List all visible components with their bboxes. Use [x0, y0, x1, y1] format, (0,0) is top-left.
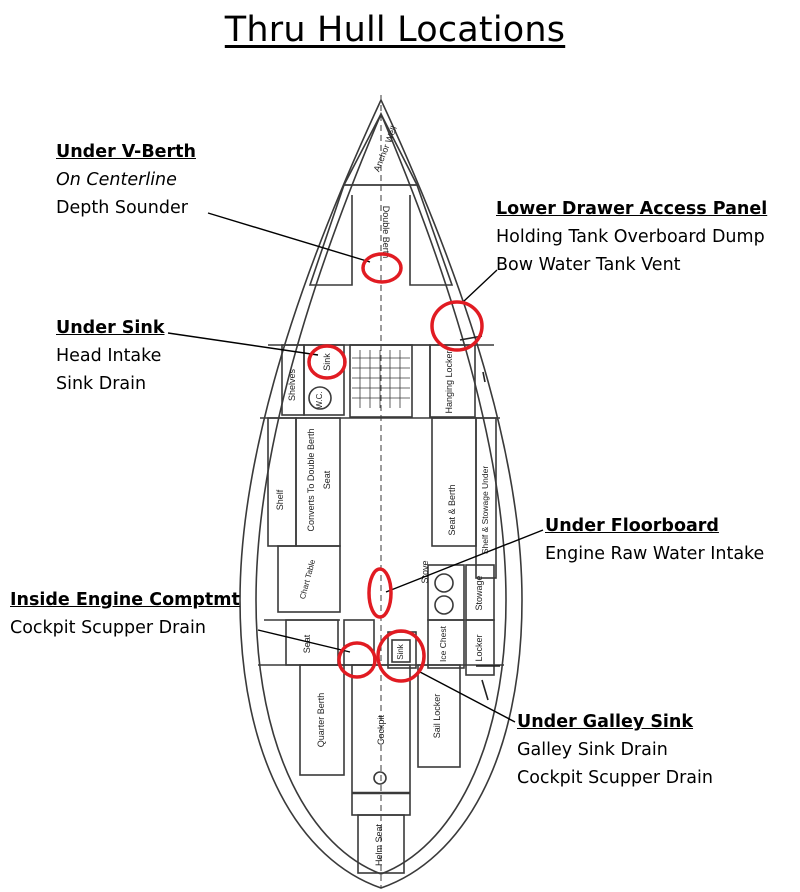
- callout-line: Depth Sounder: [56, 198, 188, 218]
- callout-line: Engine Raw Water Intake: [545, 544, 765, 564]
- label-quarter-berth: Quarter Berth: [316, 693, 326, 748]
- label-helm-seat: Helm Seat: [374, 824, 384, 867]
- callout-heading: Under Sink: [56, 318, 165, 338]
- callout-line: Holding Tank Overboard Dump: [496, 227, 765, 247]
- label-shelf-stowage: Shelf & Stowage Under: [480, 466, 490, 555]
- label-stove: Stove: [420, 560, 430, 583]
- callout-line: Sink Drain: [56, 374, 147, 394]
- leader-floorboard: [385, 529, 544, 593]
- leader-engine: [257, 629, 351, 653]
- callout-subheading: On Centerline: [56, 170, 177, 190]
- label-cockpit: Cockpit: [376, 714, 386, 745]
- label-seat-aft: Seat: [302, 634, 312, 653]
- callout-heading: Under Galley Sink: [517, 712, 694, 732]
- callout-heading: Under V-Berth: [56, 142, 196, 162]
- label-shelves: Shelves: [287, 368, 297, 401]
- callout-heading: Lower Drawer Access Panel: [496, 199, 768, 219]
- hull-inner-outline: [255, 111, 507, 875]
- label-sail-locker: Sail Locker: [432, 694, 442, 739]
- label-ice-chest: Ice Chest: [438, 625, 448, 662]
- label-head-sink: Sink: [322, 353, 332, 371]
- callout-under-sink: Under Sink Head Intake Sink Drain: [56, 314, 165, 398]
- label-converts: Converts To Double Berth: [306, 429, 316, 532]
- leader-sink: [167, 332, 319, 356]
- marker-head-sink: [307, 344, 347, 380]
- leader-vberth: [207, 212, 371, 263]
- label-shelf: Shelf: [275, 489, 285, 510]
- v-berth: [308, 184, 454, 286]
- leader-lower-drawer: [462, 269, 498, 303]
- callout-line: Cockpit Scupper Drain: [517, 768, 713, 788]
- label-galley-sink: Sink: [396, 643, 405, 660]
- label-chart-table: Chart Table: [298, 558, 317, 600]
- label-seat-port: Seat: [322, 470, 332, 489]
- label-stowage: Stowage: [474, 575, 484, 610]
- marker-galley-sink: [376, 629, 426, 683]
- callout-under-floorboard: Under Floorboard Engine Raw Water Intake: [545, 512, 764, 568]
- marker-holding-tank: [430, 300, 484, 352]
- callout-heading: Under Floorboard: [545, 516, 719, 536]
- page-title: Thru Hull Locations: [224, 10, 566, 50]
- label-locker: Locker: [474, 634, 484, 661]
- label-wc: W.C.: [315, 391, 324, 408]
- label-double-berth: Double Berth: [381, 206, 391, 259]
- callout-lower-drawer: Lower Drawer Access Panel Holding Tank O…: [496, 195, 767, 279]
- callout-line: Bow Water Tank Vent: [496, 255, 681, 275]
- callout-heading: Inside Engine Comptmt: [10, 590, 240, 610]
- callout-under-v-berth: Under V-Berth On Centerline Depth Sounde…: [56, 138, 196, 222]
- marker-raw-water: [367, 567, 393, 619]
- leader-galley: [419, 671, 516, 723]
- callout-line: Head Intake: [56, 346, 162, 366]
- label-seat-berth: Seat & Berth: [447, 484, 457, 535]
- callout-under-galley-sink: Under Galley Sink Galley Sink Drain Cock…: [517, 708, 713, 792]
- callout-inside-engine: Inside Engine Comptmt Cockpit Scupper Dr…: [10, 586, 240, 642]
- callout-line: Cockpit Scupper Drain: [10, 618, 206, 638]
- marker-depth-sounder: [361, 252, 403, 284]
- callout-line: Galley Sink Drain: [517, 740, 668, 760]
- marker-engine-scupper: [337, 641, 377, 679]
- label-hanging-locker: Hanging Locker: [444, 350, 454, 413]
